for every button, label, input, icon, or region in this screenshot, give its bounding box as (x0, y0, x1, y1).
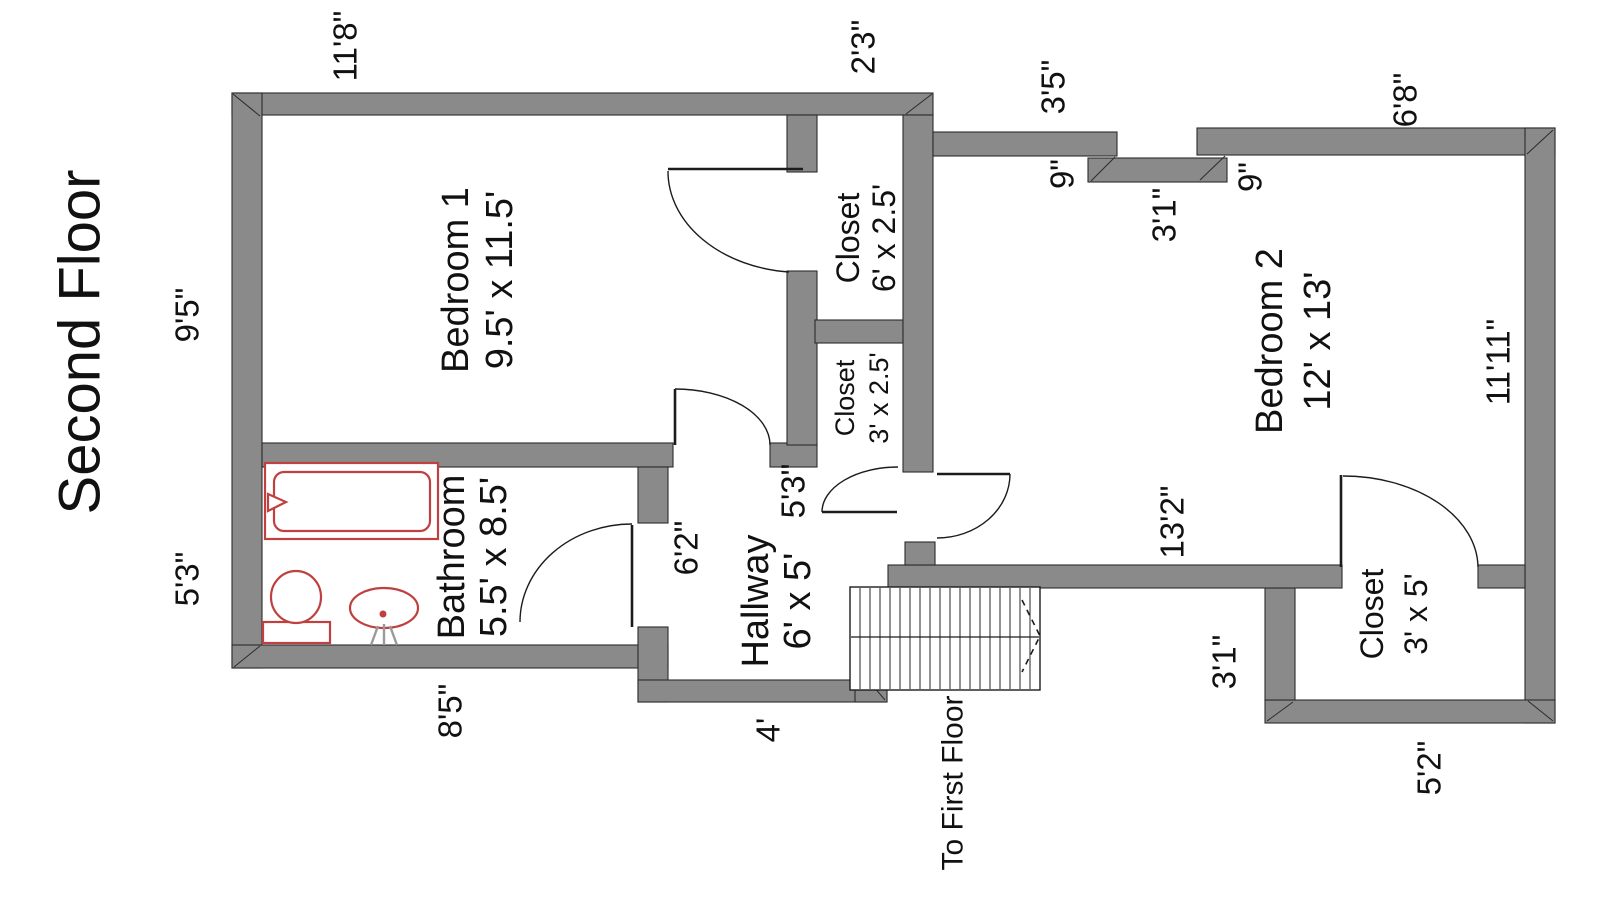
room-label-bedroom2-name: Bedroom 2 (1249, 248, 1291, 434)
room-label-closet-top-name: Closet (830, 193, 866, 284)
room-label-bedroom1-name: Bedroom 1 (435, 187, 477, 373)
room-label-closet-mid-dims: 3' x 2.5' (864, 352, 894, 443)
dim-closet-bottom-left: 3'1" (1206, 635, 1243, 690)
dim-bedroom1-top: 11'8" (327, 11, 364, 82)
dim-closet-top-width: 2'3" (845, 20, 882, 75)
doors (519, 167, 1479, 627)
wall-closet-left-lower (786, 270, 818, 446)
wall-bevel (1526, 129, 1554, 155)
room-label-closet-mid-name: Closet (830, 359, 860, 436)
stairs-direction-arrow (1021, 599, 1041, 673)
door-arc-closet-mid (821, 466, 899, 513)
wall-stairs-top (887, 564, 1343, 589)
dim-notch-width: 3'1" (1146, 188, 1183, 243)
stair-treads (859, 588, 1031, 689)
wall-closet-divider (814, 319, 904, 344)
dim-hall-to-bed2-wall: 13'2" (1154, 485, 1191, 558)
wall-right-outer (1524, 127, 1556, 724)
dim-hallway-bottom: 4' (750, 718, 787, 743)
wall-bedroom1-bathroom-stub (769, 442, 818, 468)
door-arc-bathroom (519, 523, 633, 623)
wall-bevel (905, 93, 933, 115)
wall-bevel (1527, 700, 1554, 722)
room-label-closet-bottom-dims: 3' x 5' (1398, 573, 1434, 655)
wall-bathroom-right-stub (637, 466, 669, 524)
stairs-label: To First Floor (937, 695, 970, 870)
dim-bathroom-bottom: 8'5" (432, 684, 469, 739)
door-arc-bedroom1-closet (667, 170, 790, 273)
door-arc-bedroom1-entry (674, 388, 771, 446)
wall-left-outer (231, 92, 263, 669)
wall-bottom-right (1264, 699, 1556, 724)
dim-bedroom2-top: 6'8" (1387, 73, 1424, 128)
wall-bevel (1199, 155, 1226, 181)
dim-wall-3-5: 3'5" (1035, 60, 1072, 115)
room-label-closet-bottom-name: Closet (1354, 569, 1390, 660)
dim-bathroom-left: 5'3" (169, 552, 206, 607)
dim-notch-left: 9" (1044, 159, 1081, 189)
wall-bedroom2-top (1196, 127, 1556, 156)
dim-bedroom2-right: 11'11" (1480, 319, 1517, 406)
room-label-bedroom1-dims: 9.5' x 11.5' (479, 191, 521, 370)
room-label-bathroom-dims: 5.5' x 8.5' (473, 477, 515, 637)
dim-bedroom1-left: 9'5" (169, 288, 206, 343)
bathroom-fixtures (261, 461, 440, 646)
stairs-area (849, 586, 1041, 691)
sink (348, 586, 420, 630)
stairs (849, 586, 1041, 691)
door-arc-bedroom2-entry (936, 473, 1011, 539)
wall-closet-left-upper (786, 114, 818, 173)
wall-notch (1087, 157, 1228, 183)
wall-bedroom2-door-stub (904, 541, 936, 566)
wall-bevel (1266, 701, 1294, 722)
wall-bevel (1090, 156, 1116, 182)
wall-bathroom-bottom (231, 644, 669, 669)
door-arc-closet35 (1342, 475, 1479, 568)
sink-faucet (369, 624, 399, 646)
wall-bevel (233, 645, 261, 668)
dim-closet-bottom-width: 5'2" (1411, 741, 1448, 796)
room-label-bedroom2-dims: 12' x 13' (1297, 271, 1339, 410)
bathtub-faucet (266, 492, 289, 513)
page-title: Second Floor (48, 170, 113, 515)
wall-top-outer (231, 92, 934, 116)
room-label-hallway-dims: 6' x 5' (777, 553, 819, 650)
wall-stairs-top-stub (1477, 564, 1526, 589)
toilet-tank (261, 620, 332, 645)
dim-hallway-closet: 5'3" (775, 464, 812, 519)
dim-hallway-upper: 6'2" (668, 521, 705, 576)
bathtub-inner (272, 470, 432, 533)
wall-closets-right (902, 114, 934, 473)
wall-bevel (232, 93, 261, 117)
dim-notch-right: 9" (1232, 162, 1269, 192)
wall-top-3-5 (932, 131, 1118, 157)
room-label-bathroom-name: Bathroom (431, 475, 473, 640)
wall-closet35-left (1264, 587, 1296, 701)
labels: Second Floor Bedroom 1 9.5' x 11.5' Clos… (48, 11, 1517, 871)
room-label-hallway-name: Hallway (735, 534, 777, 667)
sink-drain (379, 610, 387, 618)
room-label-closet-top-dims: 6' x 2.5' (866, 184, 902, 292)
toilet-bowl (269, 569, 323, 625)
